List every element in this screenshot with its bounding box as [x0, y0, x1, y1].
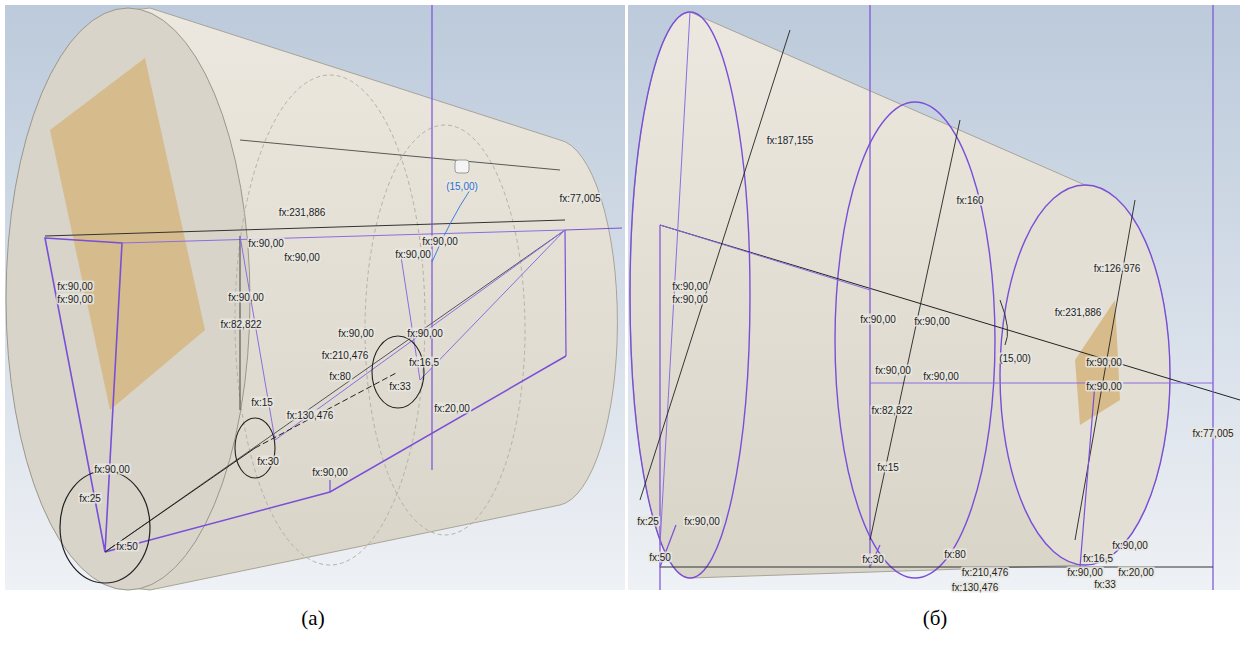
- dimension-label: fx:90,00: [1085, 357, 1123, 368]
- dimension-label: fx:187,155: [766, 135, 815, 146]
- axis-line: [329, 480, 330, 492]
- work-plane: [50, 58, 205, 410]
- diameter-line: [1075, 200, 1135, 540]
- dimension-label: fx:77,005: [1191, 428, 1234, 439]
- dimension-label: fx:90,00: [311, 467, 349, 478]
- dimension-label: fx:80: [943, 549, 967, 560]
- dimension-label: fx:90,00: [93, 464, 131, 475]
- panel-b: [628, 5, 1240, 590]
- panel-a: [5, 5, 625, 590]
- dimension-label: fx:20,00: [1117, 567, 1155, 578]
- dimension-label: fx:16,5: [1082, 553, 1114, 564]
- dimension-label: fx:50: [648, 552, 672, 563]
- dimension-label: fx:25: [78, 493, 102, 504]
- sketch-line: [45, 220, 565, 236]
- dimension-label: fx:90,00: [56, 281, 94, 292]
- sketch-line: [105, 230, 565, 552]
- dimension-label: fx:90,00: [859, 314, 897, 325]
- angle-arc: [432, 190, 470, 262]
- dimension-label: fx:33: [388, 381, 412, 392]
- sketch-circle: [60, 471, 150, 583]
- dimension-label: fx:90,00: [247, 238, 285, 249]
- dimension-label: fx:210,476: [321, 350, 370, 361]
- sketch-line: [565, 230, 566, 356]
- sketch-line: [660, 225, 1240, 400]
- dimension-label: fx:90,00: [421, 236, 459, 247]
- dimension-label: fx:15: [250, 397, 274, 408]
- dimension-label: fx:90,00: [922, 371, 960, 382]
- dimension-label: fx:90,00: [913, 316, 951, 327]
- sketch-line: [240, 140, 560, 170]
- dimension-label: fx:16,5: [408, 357, 440, 368]
- dimension-label: fx:90,00: [1066, 567, 1104, 578]
- viewport-background: [628, 5, 1240, 590]
- dimension-label: fx:82,822: [870, 405, 913, 416]
- section-ellipse: [835, 102, 995, 578]
- sketch-line: [660, 12, 690, 545]
- dimension-label: fx:130,476: [951, 582, 1000, 593]
- subfigure-caption: (а): [301, 606, 324, 631]
- dimension-label: fx:130,476: [286, 410, 335, 421]
- cone-base-face: [6, 8, 250, 590]
- dimension-label: fx:90,00: [394, 249, 432, 260]
- dimension-label: fx:90,00: [283, 252, 321, 263]
- section-ellipse: [630, 12, 750, 578]
- angle-arc: [1000, 300, 1008, 345]
- diameter-line: [870, 120, 960, 540]
- dimension-label: fx:231,886: [1054, 307, 1103, 318]
- dimension-label: fx:50: [115, 541, 139, 552]
- dimension-label: fx:90,00: [337, 328, 375, 339]
- sketch-line: [1080, 383, 1095, 567]
- dimension-label: fx:15: [876, 462, 900, 473]
- dimension-label: fx:160: [955, 195, 984, 206]
- axis-line: [1212, 5, 1213, 590]
- sketch-line: [565, 228, 622, 230]
- sketch-line: [255, 372, 398, 448]
- dimension-label: fx:90,00: [227, 292, 265, 303]
- axis-line: [869, 5, 870, 568]
- sketch-line: [122, 230, 565, 243]
- dimension-label: fx:25: [636, 516, 660, 527]
- dimension-label: fx:90,00: [1111, 540, 1149, 551]
- dimension-label: fx:210,476: [961, 567, 1010, 578]
- cone-body: [630, 12, 1170, 578]
- dimension-label: fx:90,00: [874, 365, 912, 376]
- hidden-section: [365, 125, 525, 535]
- constraint-icon: [455, 160, 469, 173]
- dimension-label: fx:80: [328, 371, 352, 382]
- sketch-line: [105, 356, 566, 552]
- dimension-label: (15,00): [998, 353, 1032, 364]
- dimension-label: fx:90,00: [671, 294, 709, 305]
- dimension-label: fx:90,00: [671, 281, 709, 292]
- dimension-label: (15,00): [445, 181, 479, 192]
- viewport-background: [5, 5, 625, 590]
- sketch-line: [870, 383, 1213, 384]
- diameter-line: [640, 30, 790, 500]
- subfigure-caption: (б): [923, 606, 948, 631]
- dimension-label: fx:90,00: [1085, 381, 1123, 392]
- dimension-label: fx:231,886: [278, 207, 327, 218]
- dimension-label: fx:90,00: [406, 328, 444, 339]
- dimension-label: fx:30: [861, 554, 885, 565]
- dimension-label: fx:126,976: [1093, 263, 1142, 274]
- dimension-label: fx:82,822: [219, 319, 262, 330]
- dimension-label: fx:20,00: [433, 403, 471, 414]
- dimension-label: fx:90,00: [683, 516, 721, 527]
- dimension-label: fx:30: [256, 456, 280, 467]
- sketch-line: [240, 230, 565, 440]
- dimension-label: fx:33: [1093, 579, 1117, 590]
- sketch-triangle: [45, 238, 122, 552]
- dimension-label: fx:77,005: [558, 193, 601, 204]
- dimension-label: fx:90,00: [56, 294, 94, 305]
